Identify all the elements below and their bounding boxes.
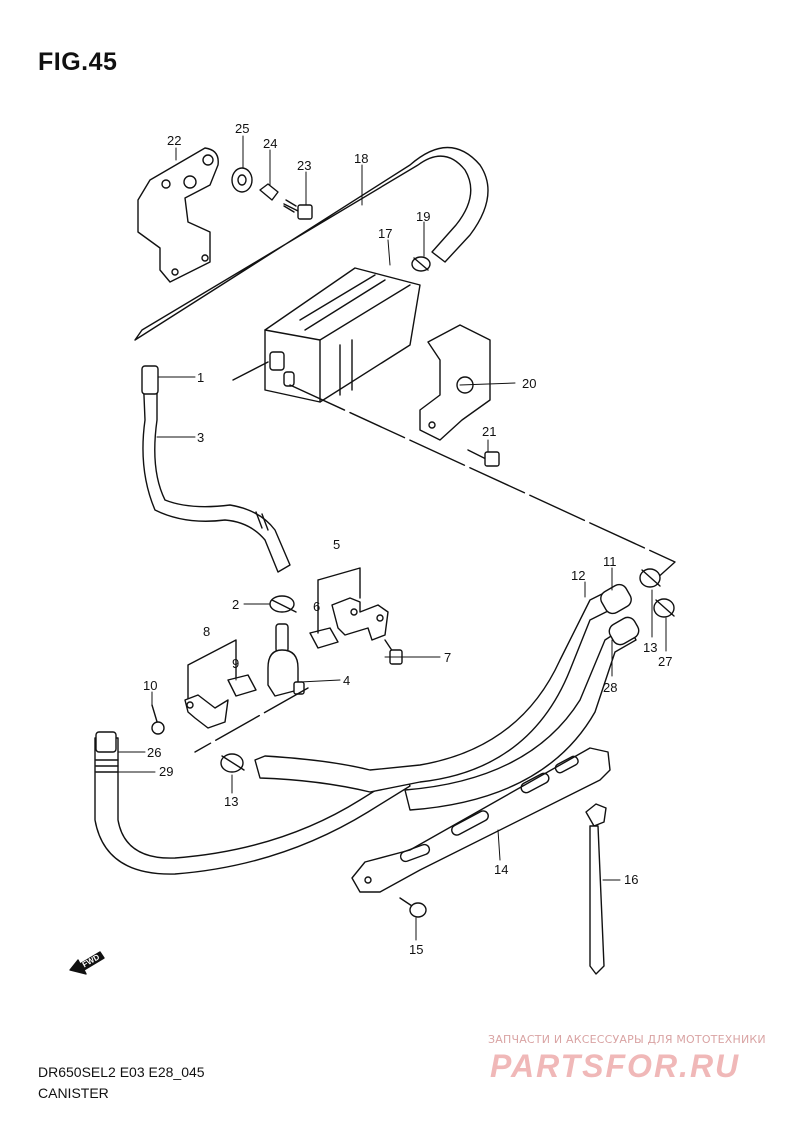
- part-27-clamp: [653, 598, 675, 618]
- callout-1: 1: [197, 370, 204, 385]
- callout-29: 29: [159, 764, 173, 779]
- callout-4: 4: [343, 673, 350, 688]
- part-13-clamp-upper: [639, 568, 661, 588]
- callout-17: 17: [378, 226, 392, 241]
- callout-12: 12: [571, 568, 585, 583]
- callout-bracket-5: [317, 567, 361, 634]
- callout-24: 24: [263, 136, 277, 151]
- part-17-canister: [264, 267, 421, 403]
- part-13-clamp-lower: [220, 753, 245, 773]
- part-24-collar: [259, 183, 279, 201]
- leader-lines: [117, 135, 667, 941]
- reference-line-valve: [194, 687, 309, 753]
- callout-22: 22: [167, 133, 181, 148]
- part-5-bracket: [331, 597, 389, 641]
- part-22-bracket: [137, 147, 219, 283]
- diagram-name: CANISTER: [38, 1085, 109, 1101]
- callout-labels: 22 25 24 23 18 19 17 20 21 1 3 5 6 2 7 4…: [143, 121, 672, 957]
- part-4-valve: [267, 623, 305, 697]
- part-18-hose: [134, 146, 489, 341]
- callout-25: 25: [235, 121, 249, 136]
- callout-bracket-8: [187, 639, 237, 701]
- watermark-logo: PARTSFOR.RU: [490, 1048, 741, 1084]
- callout-27: 27: [658, 654, 672, 669]
- part-23-bolt: [283, 199, 313, 220]
- callout-21: 21: [482, 424, 496, 439]
- part-19-clamp: [411, 256, 431, 272]
- figure-title: FIG.45: [38, 48, 118, 76]
- part-15-screw: [399, 897, 427, 918]
- part-2-clamp: [269, 595, 297, 613]
- part-14-stay-plate: [351, 747, 611, 893]
- callout-10: 10: [143, 678, 157, 693]
- part-28-connector: [608, 616, 640, 646]
- part-1-connector: [141, 365, 159, 395]
- watermark-tagline: ЗАПЧАСТИ И АКСЕССУАРЫ ДЛЯ МОТОТЕХНИКИ: [488, 1033, 766, 1046]
- part-10-screw: [151, 704, 165, 735]
- callout-6: 6: [313, 599, 320, 614]
- callout-3: 3: [197, 430, 204, 445]
- callout-14: 14: [494, 862, 508, 877]
- part-25-grommet: [231, 167, 253, 193]
- callout-9: 9: [232, 656, 239, 671]
- part-28-hose: [404, 624, 637, 811]
- fwd-arrow-icon: FWD: [69, 951, 105, 975]
- callout-20: 20: [522, 376, 536, 391]
- part-29-hose-ribs: [95, 759, 119, 773]
- part-20-bracket: [419, 324, 491, 441]
- part-16-cable-tie: [585, 803, 607, 975]
- callout-26: 26: [147, 745, 161, 760]
- diagram-code: DR650SEL2 E03 E28_045: [38, 1064, 205, 1080]
- callout-8: 8: [203, 624, 210, 639]
- part-3-hose-ribs: [255, 511, 269, 531]
- callout-7: 7: [444, 650, 451, 665]
- callout-18: 18: [354, 151, 368, 166]
- callout-13-upper: 13: [643, 640, 657, 655]
- callout-11: 11: [603, 554, 617, 569]
- reference-line-canister: [232, 361, 676, 581]
- callout-2: 2: [232, 597, 239, 612]
- callout-13-lower: 13: [224, 794, 238, 809]
- callout-16: 16: [624, 872, 638, 887]
- part-9-pad: [227, 674, 257, 697]
- part-8-clamp-bracket: [184, 694, 229, 729]
- callout-23: 23: [297, 158, 311, 173]
- callout-15: 15: [409, 942, 423, 957]
- part-26-connector: [95, 731, 117, 753]
- callout-5: 5: [333, 537, 340, 552]
- part-6-pad: [309, 627, 339, 649]
- part-11-connector: [600, 583, 632, 615]
- part-21-bolt: [467, 449, 500, 467]
- part-7-bolt: [384, 639, 403, 665]
- callout-19: 19: [416, 209, 430, 224]
- part-3-hose: [142, 371, 291, 573]
- part-29-hose: [94, 737, 411, 875]
- callout-28: 28: [603, 680, 617, 695]
